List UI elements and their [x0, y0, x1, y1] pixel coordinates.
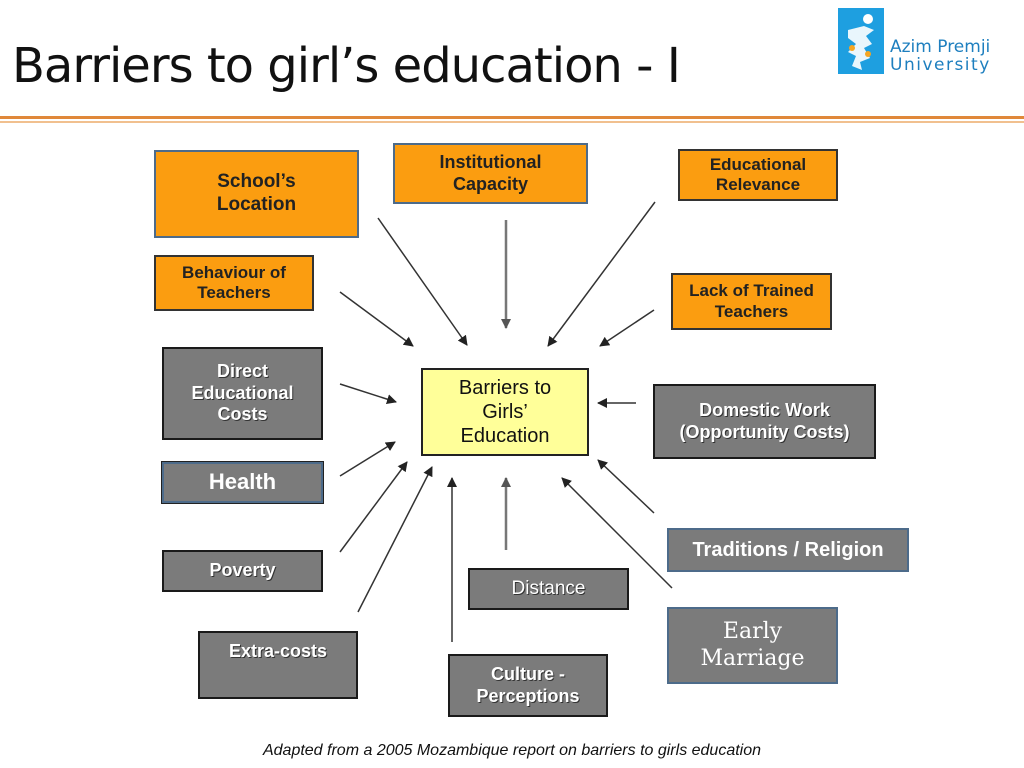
arrow-direct-costs: [339, 383, 397, 405]
arrow-lack-of-trained-teachers: [599, 309, 655, 347]
node-domestic-work: Domestic Work (Opportunity Costs): [653, 384, 876, 459]
arrow-early-marriage: [561, 477, 673, 589]
node-traditions-religion: Traditions / Religion: [667, 528, 909, 572]
node-behaviour-of-teachers: Behaviour of Teachers: [154, 255, 314, 311]
node-health: Health: [161, 461, 324, 504]
logo-line-1: Azim Premji: [890, 37, 991, 57]
node-poverty: Poverty: [162, 550, 323, 592]
node-direct-educational-costs: Direct Educational Costs: [162, 347, 323, 440]
logo-figure-icon: [838, 8, 884, 74]
node-lack-of-trained-teachers: Lack of Trained Teachers: [671, 273, 832, 330]
logo-line-2: University: [890, 55, 991, 75]
slide-title: Barriers to girl’s education - I: [12, 38, 681, 94]
node-early-marriage: Early Marriage: [667, 607, 838, 684]
node-culture-perceptions: Culture - Perceptions: [448, 654, 608, 717]
arrow-health: [339, 441, 396, 477]
source-caption: Adapted from a 2005 Mozambique report on…: [262, 742, 762, 759]
node-schools-location: School’s Location: [154, 150, 359, 238]
logo-wordmark: Azim Premji University: [890, 38, 991, 74]
node-institutional-capacity: Institutional Capacity: [393, 143, 588, 204]
node-distance: Distance: [468, 568, 629, 610]
arrow-schools-location: [377, 217, 468, 346]
barriers-center-node: Barriers to Girls’ Education: [421, 368, 589, 456]
arrow-extra-costs: [357, 466, 433, 613]
arrow-poverty: [339, 461, 408, 553]
node-educational-relevance: Educational Relevance: [678, 149, 838, 201]
title-divider: [0, 116, 1024, 119]
arrow-educational-relevance: [547, 201, 656, 347]
arrow-traditions-religion: [597, 459, 655, 514]
arrow-behaviour-of-teachers: [339, 291, 414, 347]
university-logo: Azim Premji University: [838, 8, 1008, 78]
node-extra-costs: Extra-costs: [198, 631, 358, 699]
title-divider-light: [0, 121, 1024, 123]
